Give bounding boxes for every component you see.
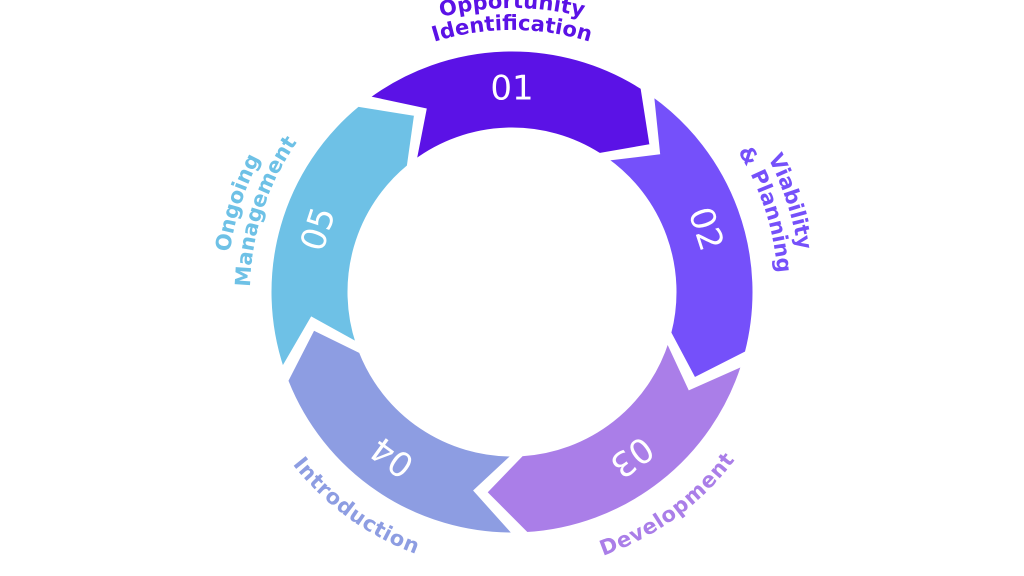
cycle-segment-04 bbox=[285, 326, 518, 536]
cycle-segment-02 bbox=[602, 91, 756, 381]
stage-number-01: 01 bbox=[490, 69, 533, 109]
cycle-segment-05 bbox=[268, 103, 418, 373]
cycle-segments bbox=[268, 48, 756, 536]
cycle-segment-03 bbox=[483, 336, 746, 536]
cycle-segment-01 bbox=[364, 48, 653, 165]
